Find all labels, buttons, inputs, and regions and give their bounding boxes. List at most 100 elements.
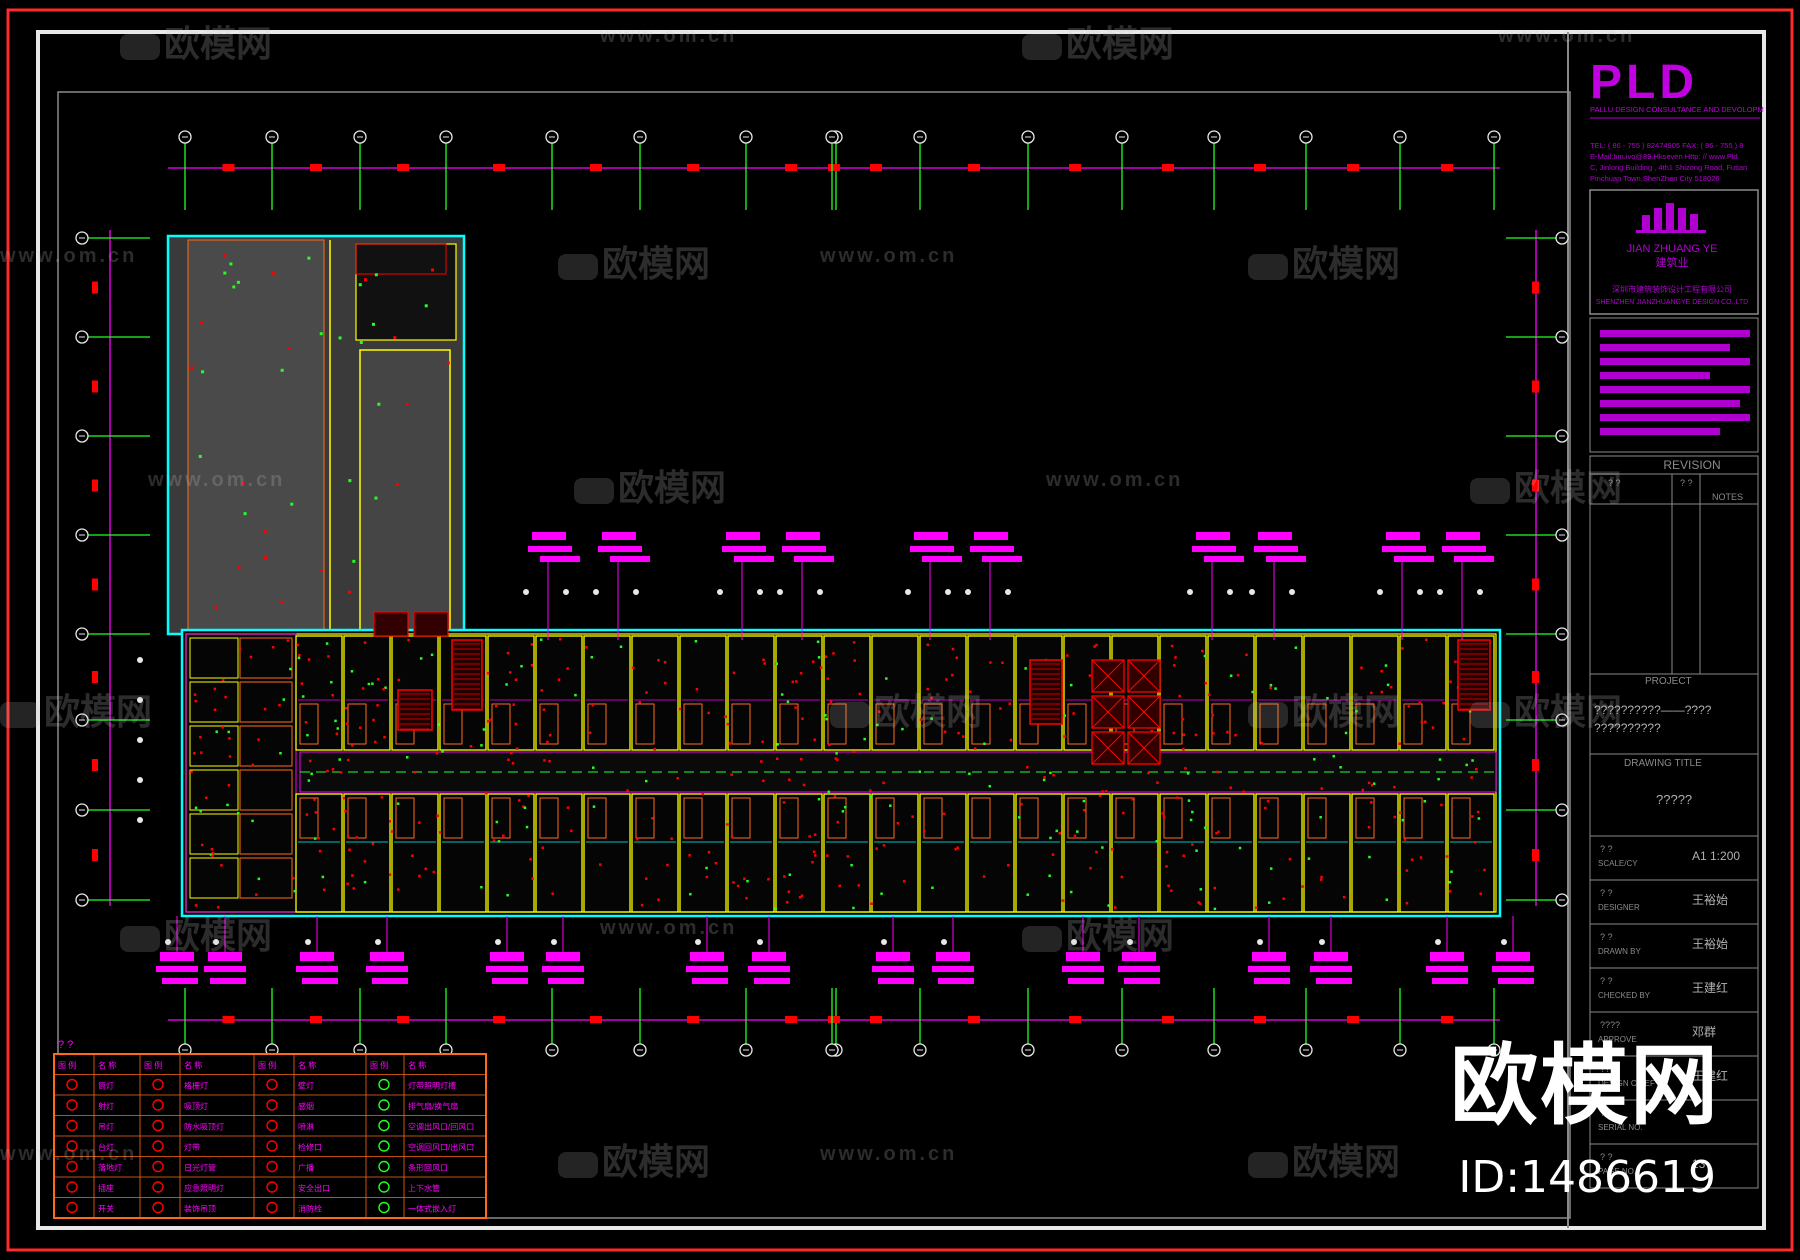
fixture-dot xyxy=(335,732,339,736)
room-tag-sub xyxy=(722,546,766,552)
left-dim-mark xyxy=(92,759,98,771)
fixture-dot xyxy=(1448,881,1452,884)
stair-core xyxy=(451,639,483,711)
west-bullet xyxy=(137,777,143,783)
room-tag-sub xyxy=(1124,978,1160,984)
room-tag-sub xyxy=(1310,966,1352,972)
fixture-dot xyxy=(736,884,740,888)
client-box xyxy=(1589,189,1759,315)
fixture-dot xyxy=(241,481,245,485)
fixture-dot xyxy=(817,797,821,801)
fixture-dot xyxy=(889,804,892,807)
field-label-en: APPROVE xyxy=(1598,1035,1637,1044)
fixture-dot xyxy=(1418,701,1421,705)
south-room xyxy=(343,793,391,913)
fixture-dot xyxy=(1471,815,1474,818)
fixture-dot xyxy=(548,733,552,737)
fixture-dot xyxy=(507,758,510,762)
fixture-dot xyxy=(1320,787,1324,790)
fixture-dot xyxy=(1007,863,1010,867)
fixture-dot xyxy=(1213,886,1216,890)
fixture-dot xyxy=(190,366,194,370)
watermark-url: www.om.cn xyxy=(0,1143,137,1165)
top-dimension-line xyxy=(168,130,1501,210)
fixture-dot xyxy=(263,529,267,533)
room-tag-sub xyxy=(734,556,774,562)
fixture-dot xyxy=(509,751,513,755)
fixture-dot xyxy=(930,717,933,720)
legend-label: 落地灯 xyxy=(98,1163,122,1173)
fixture-dot xyxy=(880,892,883,895)
watermark-sofa-icon xyxy=(1022,926,1062,952)
fixture-dot xyxy=(983,742,986,746)
fixture-dot xyxy=(530,664,534,667)
field-label-cn: ? ? xyxy=(1600,844,1613,854)
room-tag xyxy=(1446,532,1480,540)
fixture-dot xyxy=(813,833,817,836)
project-line-2: ?????????? xyxy=(1594,721,1661,735)
fixture-dot xyxy=(1089,866,1092,870)
ceiling-fixture-dots xyxy=(190,254,1491,911)
room-tag xyxy=(690,952,724,961)
bottom-dim-mark xyxy=(687,1016,699,1023)
fixture-dot xyxy=(1061,899,1065,902)
tag-bullet xyxy=(523,589,529,595)
tag-bullet xyxy=(1257,939,1263,945)
fixture-dot xyxy=(858,692,862,696)
fixture-dot xyxy=(508,671,512,674)
legend-label: 格栅灯 xyxy=(184,1081,208,1091)
bathroom xyxy=(395,797,415,839)
watermark-sofa-icon xyxy=(1248,254,1288,280)
fixture-dot xyxy=(193,752,196,755)
north-room xyxy=(871,635,919,751)
fixture-dot xyxy=(317,837,320,840)
fixture-dot xyxy=(263,556,267,560)
fixture-dot xyxy=(1342,895,1346,899)
fixture-dot xyxy=(1176,796,1179,800)
bathroom xyxy=(1067,703,1087,745)
client-line-2: SHENZHEN JIANZHUANGYE DESIGN CO.,LTD xyxy=(1596,299,1748,306)
fixture-dot xyxy=(1369,800,1373,804)
south-room xyxy=(1063,793,1111,913)
fixture-dot xyxy=(1217,830,1220,834)
field-row xyxy=(1589,1143,1759,1189)
bathroom xyxy=(443,797,463,839)
fixture-dot xyxy=(1009,738,1013,742)
fixture-dot xyxy=(931,886,934,890)
fixture-dot xyxy=(1063,735,1067,738)
tag-bullet xyxy=(1435,939,1441,945)
north-room xyxy=(1399,635,1447,751)
fixture-dot xyxy=(592,805,596,808)
legend-symbol-icon xyxy=(66,1119,78,1132)
fixture-dot xyxy=(1052,773,1055,777)
fixture-dot xyxy=(955,656,958,660)
fixture-dot xyxy=(814,854,817,857)
fixture-dot xyxy=(1008,702,1011,705)
fixture-dot xyxy=(926,687,929,691)
fixture-dot xyxy=(802,783,806,787)
west-room-bath xyxy=(239,769,293,811)
fixture-dot xyxy=(308,759,312,763)
fixture-dot xyxy=(1255,906,1258,909)
room-tag-sub xyxy=(794,556,834,562)
fixture-dot xyxy=(530,643,534,646)
room-tag xyxy=(936,952,970,961)
fixture-dot xyxy=(307,779,311,782)
fixture-dot xyxy=(876,723,879,727)
notes-bar xyxy=(1600,428,1720,435)
fixture-dot xyxy=(1465,763,1468,767)
fixture-dot xyxy=(968,772,971,776)
fixture-dot xyxy=(539,638,543,641)
watermark-brand: 欧模网 xyxy=(874,691,982,732)
fixture-dot xyxy=(1203,654,1207,658)
fixture-dot xyxy=(786,700,790,704)
fixture-dot xyxy=(1393,785,1396,789)
fixture-dot xyxy=(1066,654,1069,657)
fixture-dot xyxy=(951,673,954,677)
fixture-dot xyxy=(1189,818,1193,822)
fixture-dot xyxy=(205,796,208,799)
fixture-dot xyxy=(1370,691,1373,695)
legend-symbol-icon xyxy=(378,1160,390,1173)
